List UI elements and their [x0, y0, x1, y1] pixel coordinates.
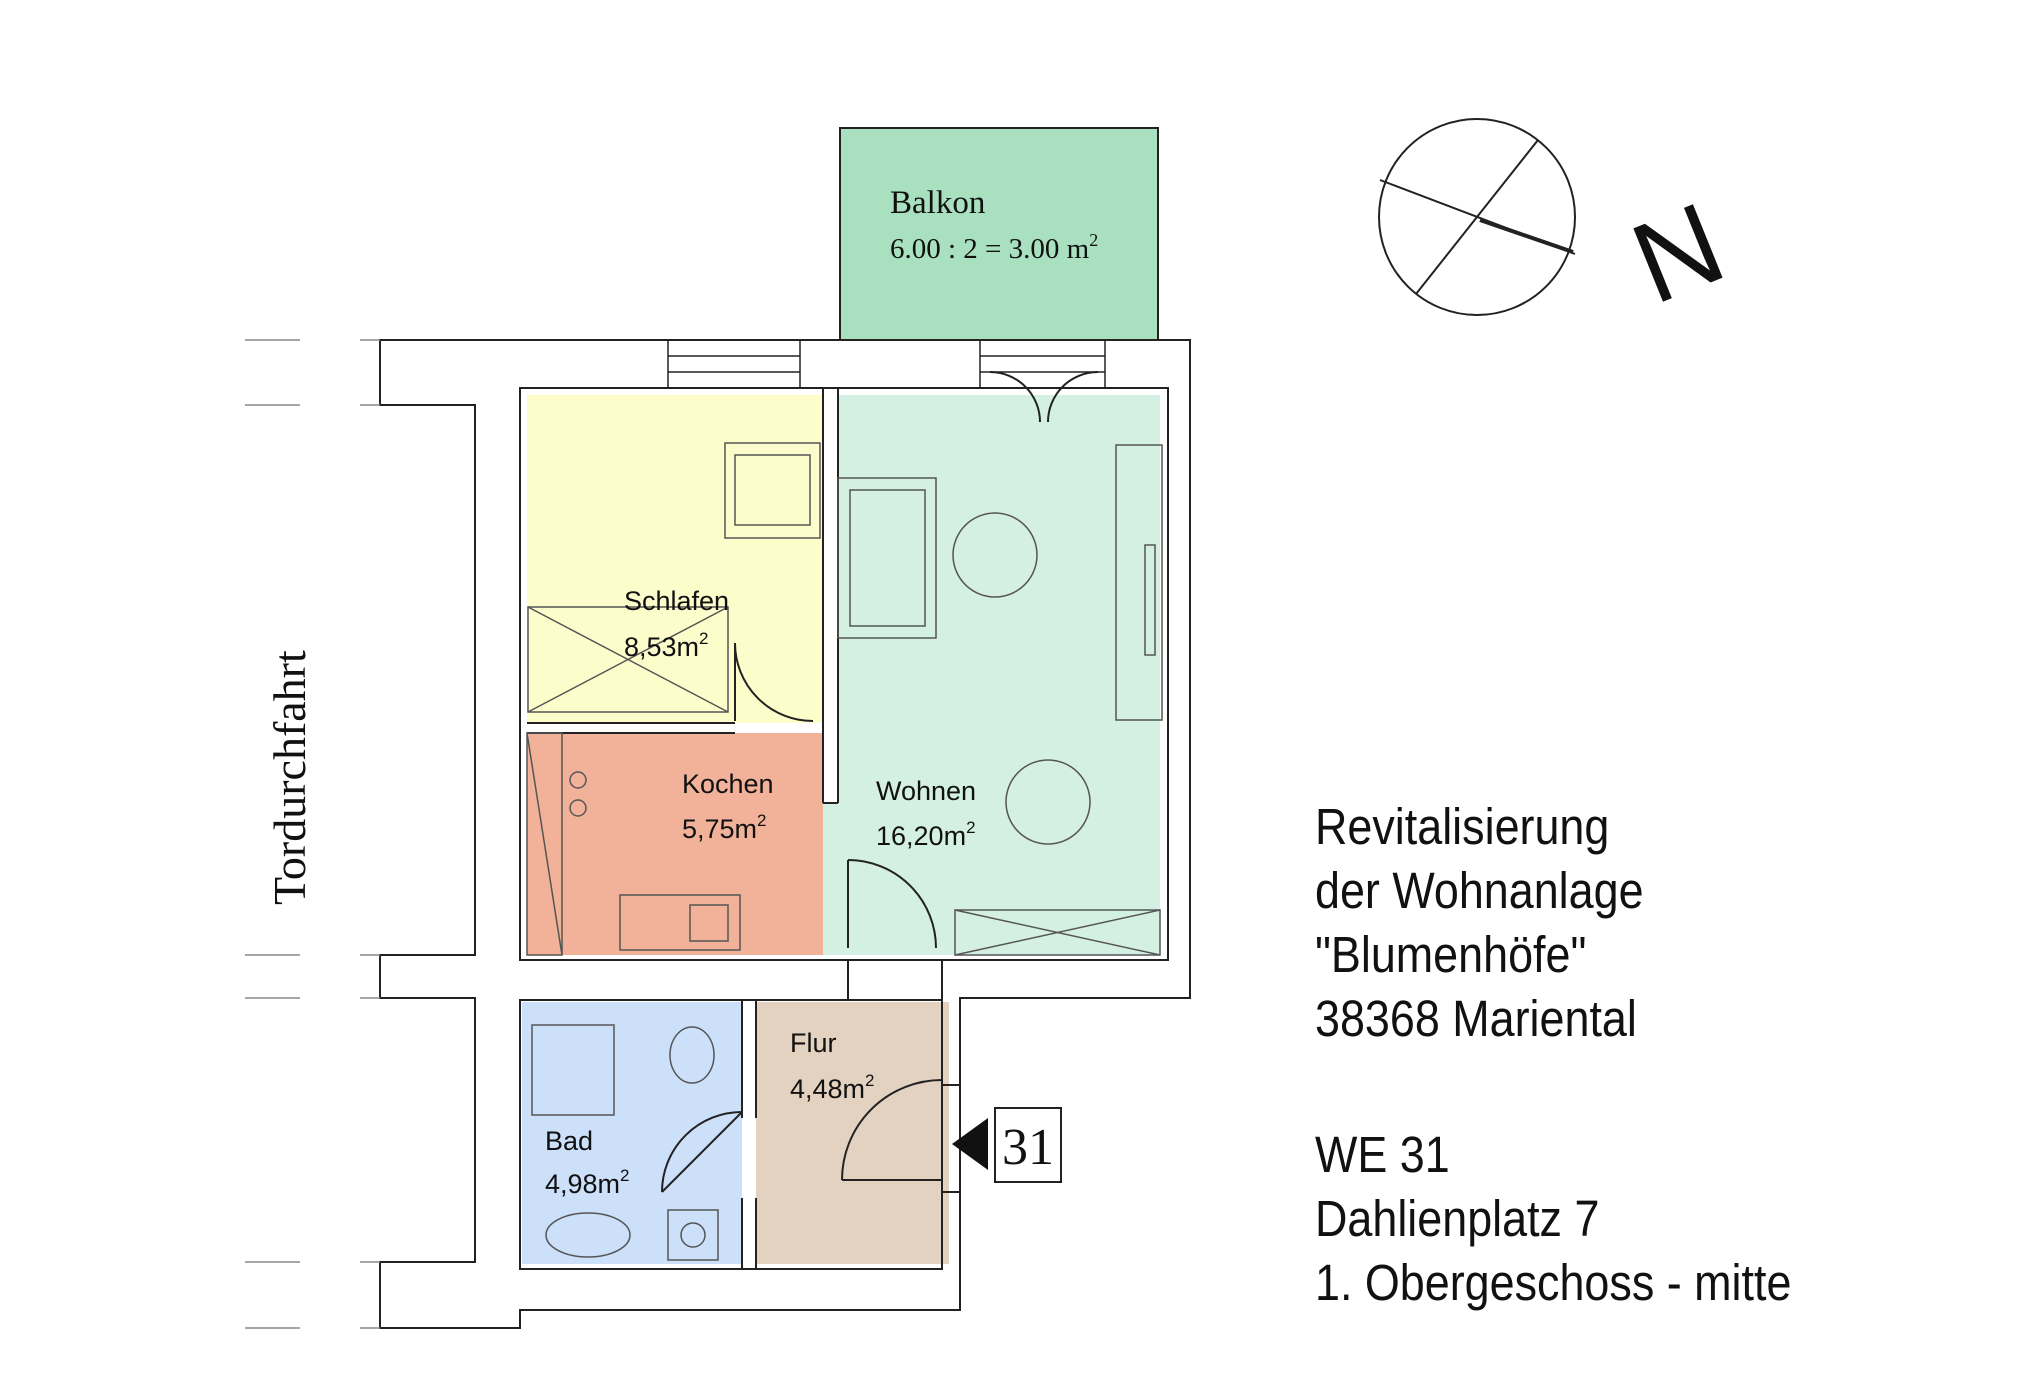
- entrance-arrow-icon: [952, 1118, 988, 1170]
- passage-label: Tordurchfahrt: [264, 650, 315, 905]
- windows: [667, 339, 1106, 389]
- room-fill-flur[interactable]: [756, 1002, 949, 1264]
- room-fill-balkon[interactable]: [839, 127, 1159, 341]
- compass-icon: [1378, 118, 1576, 316]
- unit-number: WE 31: [1315, 1126, 1450, 1183]
- north-arrow-icon: N: [1616, 179, 1741, 329]
- room-area-kochen: 5,75m2: [682, 811, 767, 844]
- room-area-balkon: 6.00 : 2 = 3.00 m2: [890, 230, 1098, 265]
- doors[interactable]: [661, 371, 1099, 1193]
- room-area-schlafen: 8,53m2: [624, 629, 709, 662]
- entrance-box: [994, 1107, 1062, 1183]
- room-fill-kochen[interactable]: [527, 733, 823, 955]
- room-area-flur: 4,48m2: [790, 1071, 875, 1104]
- room-name-kochen: Kochen: [682, 769, 774, 799]
- room-name-balkon: Balkon: [890, 185, 985, 221]
- room-fill-bad[interactable]: [522, 1002, 742, 1264]
- project-title-3: "Blumenhöfe": [1315, 926, 1587, 983]
- unit-floor: 1. Obergeschoss - mitte: [1315, 1254, 1792, 1311]
- room-name-schlafen: Schlafen: [624, 586, 729, 616]
- project-city: 38368 Mariental: [1315, 990, 1637, 1047]
- furniture: [526, 442, 1163, 1261]
- project-title-2: der Wohnanlage: [1315, 862, 1644, 919]
- passage-lines: [245, 339, 380, 1329]
- entrance-number: 31: [1002, 1119, 1054, 1176]
- unit-address: Dahlienplatz 7: [1315, 1190, 1600, 1247]
- room-fill-schlafen[interactable]: [527, 395, 823, 723]
- room-name-bad: Bad: [545, 1126, 593, 1156]
- project-title-1: Revitalisierung: [1315, 798, 1610, 855]
- room-name-flur: Flur: [790, 1028, 837, 1058]
- walls: [379, 339, 1191, 1329]
- room-name-wohnen: Wohnen: [876, 776, 976, 806]
- room-area-wohnen: 16,20m2: [876, 818, 976, 851]
- room-fill-wohnen[interactable]: [823, 395, 1160, 955]
- room-area-bad: 4,98m2: [545, 1166, 630, 1199]
